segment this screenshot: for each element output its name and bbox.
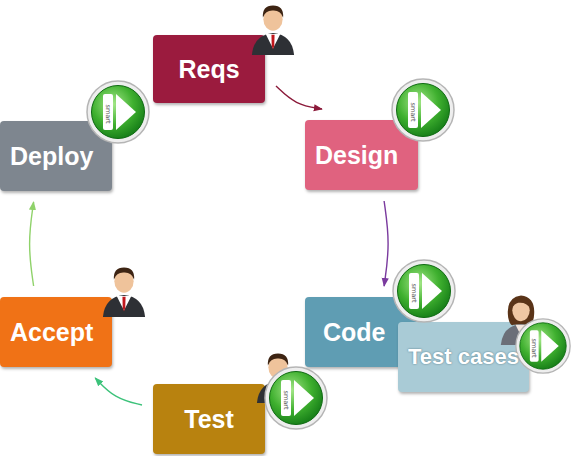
process-box: Test cases <box>398 322 529 392</box>
step-label: Deploy <box>10 143 93 169</box>
flow-arrow <box>276 86 322 109</box>
flow-arrow <box>384 201 388 286</box>
step-label: Code <box>323 319 386 345</box>
process-box: Test <box>153 384 265 454</box>
step-label: Reqs <box>178 56 239 82</box>
brand-label: smart <box>410 284 418 303</box>
flow-arrow <box>30 202 34 286</box>
step-label: Test cases <box>408 345 519 368</box>
brand-label: smart <box>530 338 538 357</box>
process-box: Deploy <box>0 121 112 191</box>
process-box: Design <box>305 120 418 190</box>
step-label: Accept <box>10 319 93 345</box>
step-label: Design <box>315 142 398 168</box>
brand-label: smart <box>409 103 417 122</box>
play-icon <box>265 367 327 429</box>
step-label: Test <box>184 406 234 432</box>
process-box: Reqs <box>153 35 265 103</box>
process-box: Accept <box>0 297 112 367</box>
flow-arrow <box>95 378 142 405</box>
brand-label: smart <box>104 105 112 124</box>
brand-label: smart <box>282 391 290 410</box>
